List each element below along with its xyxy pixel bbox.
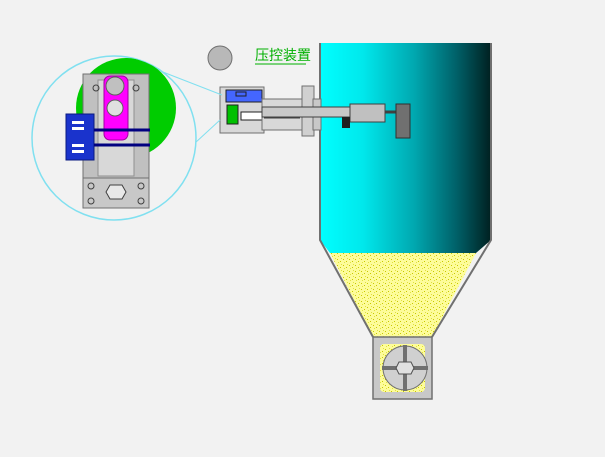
rotor-hub — [395, 361, 415, 375]
detail-magnifier — [31, 55, 197, 221]
inset-blue-block — [65, 113, 95, 161]
control-green-element — [226, 104, 239, 125]
level-probe-shaft — [261, 103, 411, 139]
rotary-valve — [372, 336, 433, 400]
hopper-material — [330, 253, 476, 337]
device-label: 压控装置 — [255, 48, 311, 64]
silo — [319, 43, 492, 338]
indicator-ball — [207, 45, 233, 71]
probe-paddle — [395, 103, 411, 139]
silo-upper-fill — [320, 43, 491, 253]
